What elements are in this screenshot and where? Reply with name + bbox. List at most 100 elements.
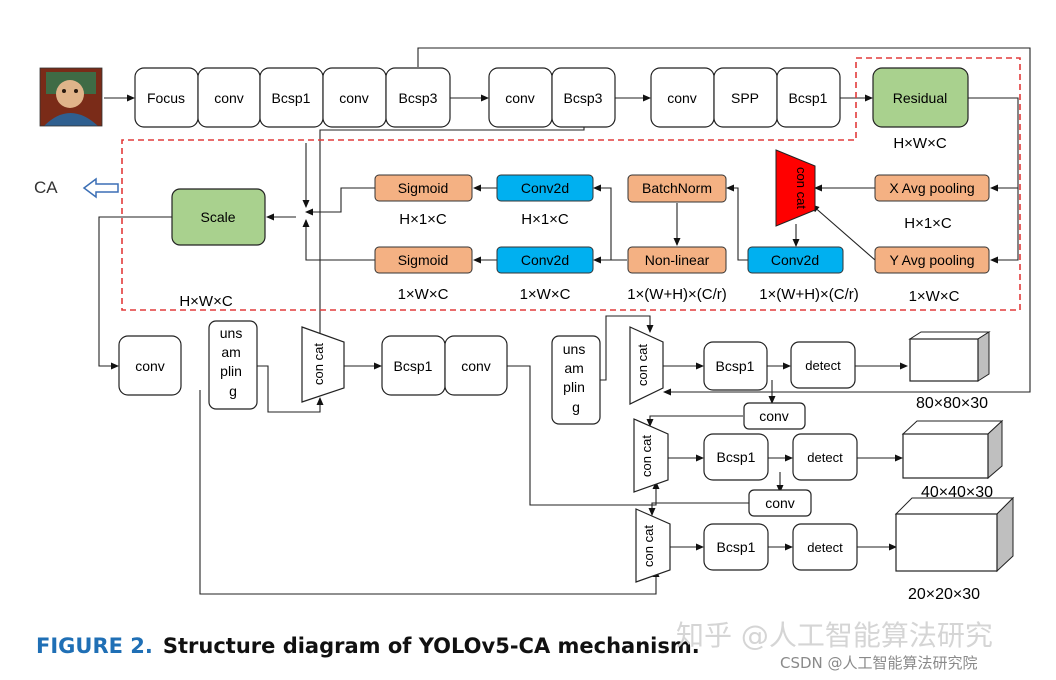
ca-label: CA xyxy=(34,178,58,197)
figure-number: FIGURE 2. xyxy=(36,634,153,658)
conv2d-mid-block: Conv2d xyxy=(747,246,844,274)
scale-dim-label: H×W×C xyxy=(179,293,233,310)
output-size-label: 20×20×30 xyxy=(908,586,980,603)
y-avg-pooling-block: Y Avg pooling xyxy=(874,246,990,274)
upsampling-block: uns am plin g xyxy=(208,320,258,410)
x-pool-dim-label: H×1×C xyxy=(904,215,952,232)
conv-block: conv xyxy=(118,335,182,396)
detect-block: detect xyxy=(792,433,858,481)
bcsp1-block: Bcsp1 xyxy=(776,67,841,128)
concat-label: con cat xyxy=(794,167,809,209)
conv-label: conv xyxy=(214,90,244,106)
ca-module: CA Scale H×W×C Sigmoid H×1×C Sigmoid 1×W… xyxy=(34,149,990,310)
conv-block: conv xyxy=(444,335,508,396)
upsampling-block: uns am plin g xyxy=(551,335,601,425)
focus-block: Focus xyxy=(134,67,199,128)
focus-label: Focus xyxy=(147,90,185,106)
figure-caption-text: Structure diagram of YOLOv5-CA mechanism… xyxy=(162,634,700,658)
detect-block: detect xyxy=(790,341,856,389)
bcsp1-label: Bcsp1 xyxy=(789,90,828,106)
conv2d-label: Conv2d xyxy=(521,180,569,196)
conv-label: conv xyxy=(135,358,165,374)
conv-label: conv xyxy=(505,90,535,106)
bcsp1-label: Bcsp1 xyxy=(717,539,756,555)
bcsp3-block: Bcsp3 xyxy=(551,67,616,128)
batchnorm-label: BatchNorm xyxy=(642,180,712,196)
conv-label: conv xyxy=(667,90,697,106)
conv2d-block: Conv2d xyxy=(496,174,594,202)
bcsp1-label: Bcsp1 xyxy=(716,358,755,374)
concat-label: con cat xyxy=(311,343,326,385)
conv-label: conv xyxy=(765,495,795,511)
concat-label: con cat xyxy=(641,525,656,567)
concat-label: con cat xyxy=(635,344,650,386)
bcsp3-label: Bcsp3 xyxy=(399,90,438,106)
scale-block: Scale xyxy=(171,188,266,246)
figure-caption: FIGURE 2. Structure diagram of YOLOv5-CA … xyxy=(36,634,700,658)
conv-block: conv xyxy=(650,67,715,128)
nonlinear-block: Non-linear xyxy=(627,246,727,274)
sigmoid-dim-label: 1×W×C xyxy=(398,286,449,303)
x-avg-pooling-block: X Avg pooling xyxy=(874,174,990,202)
spp-label: SPP xyxy=(731,90,759,106)
nonlinear-label: Non-linear xyxy=(645,252,710,268)
upsampling-label: uns am plin g xyxy=(220,325,246,399)
sigmoid-label: Sigmoid xyxy=(398,252,449,268)
conv2d-label: Conv2d xyxy=(521,252,569,268)
conv-label: conv xyxy=(339,90,369,106)
bcsp3-block: Bcsp3 xyxy=(385,67,451,128)
conv-label: conv xyxy=(759,408,789,424)
conv-block: conv xyxy=(748,489,812,517)
y-pool-dim-label: 1×W×C xyxy=(909,288,960,305)
detect-label: detect xyxy=(807,540,843,555)
conv-block: conv xyxy=(197,67,261,128)
output-size-label: 40×40×30 xyxy=(921,484,993,501)
conv-block: conv xyxy=(743,402,806,430)
x-avg-pooling-label: X Avg pooling xyxy=(889,180,974,196)
y-avg-pooling-label: Y Avg pooling xyxy=(889,252,974,268)
residual-block: Residual xyxy=(872,67,969,128)
batchnorm-block: BatchNorm xyxy=(627,174,727,203)
concat-block: con cat xyxy=(633,418,669,493)
concat-red-block: con cat xyxy=(775,149,816,227)
backbone: Focus conv Bcsp1 conv Bcsp3 conv Bcsp3 xyxy=(134,67,969,152)
hollow-left-arrow-icon xyxy=(82,177,119,199)
conv2d-block: Conv2d xyxy=(496,246,594,274)
scale-label: Scale xyxy=(200,209,235,225)
concat-label: con cat xyxy=(639,435,654,477)
spp-block: SPP xyxy=(713,67,778,128)
bcsp1-block: Bcsp1 xyxy=(381,335,446,396)
bcsp1-block: Bcsp1 xyxy=(703,341,768,391)
conv-block: conv xyxy=(322,67,387,128)
output-cube-icon xyxy=(908,331,991,382)
bcsp1-label: Bcsp1 xyxy=(717,449,756,465)
upsampling-label: uns am plin g xyxy=(563,341,589,415)
bcsp1-label: Bcsp1 xyxy=(394,358,433,374)
connector-lines xyxy=(98,47,1031,595)
residual-label: Residual xyxy=(893,90,947,106)
conv2d-dim-label: 1×W×C xyxy=(520,286,571,303)
input-image xyxy=(39,67,103,127)
detect-label: detect xyxy=(805,358,841,373)
conv-label: conv xyxy=(461,358,491,374)
csdn-watermark: CSDN @人工智能算法研究院 xyxy=(780,654,978,672)
conv-block: conv xyxy=(488,67,553,128)
concat-block: con cat xyxy=(301,326,345,403)
conv2d-mid-dim-label: 1×(W+H)×(C/r) xyxy=(759,286,859,303)
sigmoid-block: Sigmoid xyxy=(374,174,473,202)
output-size-label: 80×80×30 xyxy=(916,395,988,412)
concat-block: con cat xyxy=(635,508,671,583)
nonlinear-dim-label: 1×(W+H)×(C/r) xyxy=(627,286,727,303)
bcsp1-label: Bcsp1 xyxy=(272,90,311,106)
output-cube-icon xyxy=(901,419,1004,480)
concat-block: con cat xyxy=(629,326,664,405)
output-cube-icon xyxy=(894,496,1015,573)
conv2d-dim-label: H×1×C xyxy=(521,211,569,228)
zhihu-watermark: 知乎 @人工智能算法研究 xyxy=(676,619,993,652)
bcsp1-block: Bcsp1 xyxy=(703,433,769,481)
detect-block: detect xyxy=(792,523,858,571)
bcsp1-block: Bcsp1 xyxy=(259,67,324,128)
bcsp3-label: Bcsp3 xyxy=(564,90,603,106)
bcsp1-block: Bcsp1 xyxy=(703,523,769,571)
